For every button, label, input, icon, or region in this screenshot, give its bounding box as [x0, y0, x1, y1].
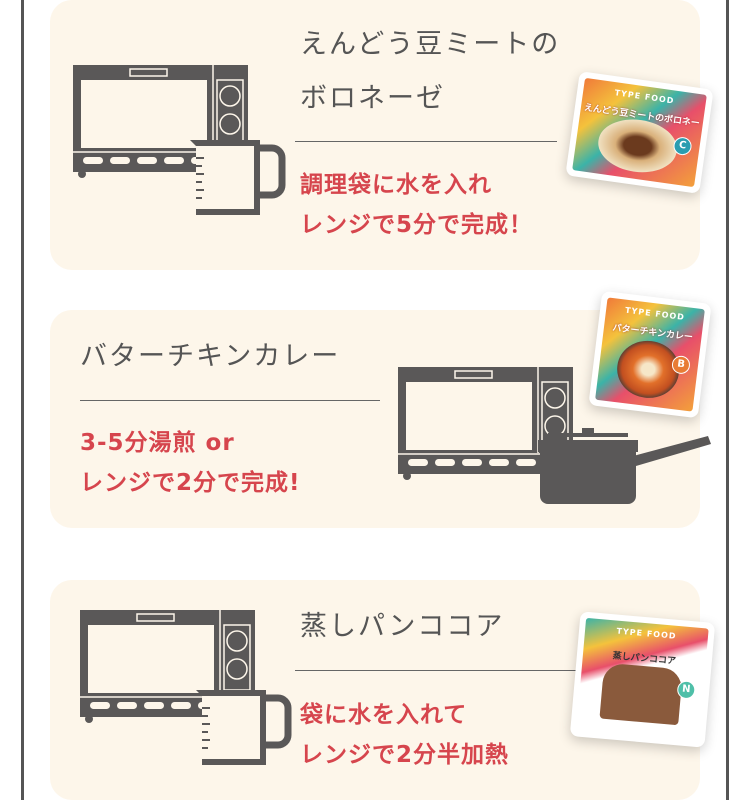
measuring-cup-icon [190, 140, 290, 220]
left-border-line [21, 0, 24, 800]
divider [295, 670, 590, 671]
divider [295, 141, 557, 142]
title-line: えんどう豆ミートの [300, 29, 561, 60]
package-brand: TYPE FOOD [616, 626, 677, 641]
saucepan-icon [538, 428, 711, 504]
title-line: バターチキンカレー [80, 341, 341, 372]
instruction-line: レンジで2分半加熱 [300, 742, 510, 768]
package-name: バターチキンカレー [611, 323, 694, 344]
cooking-instructions: 調理袋に水を入れ レンジで5分で完成！ [300, 165, 533, 245]
instruction-line: レンジで2分で完成! [80, 470, 301, 496]
cooking-instructions: 袋に水を入れて レンジで2分半加熱 [300, 695, 509, 775]
product-package-image: TYPE FOOD えんどう豆ミートのボロネーゼ C [565, 71, 714, 194]
product-package-image: TYPE FOOD バターチキンカレー B [588, 290, 712, 419]
product-title: 蒸しパンココア [300, 600, 504, 654]
title-line: 蒸しパンココア [300, 611, 505, 642]
instruction-line: レンジで5分で完成！ [300, 212, 534, 238]
right-border-line [726, 0, 729, 800]
product-title: えんどう豆ミートの ボロネーゼ [300, 18, 560, 126]
measuring-cup-icon [196, 690, 296, 770]
title-line: ボロネーゼ [300, 83, 445, 114]
product-package-image: TYPE FOOD 蒸しパンココア N [569, 611, 716, 748]
instruction-line: 調理袋に水を入れ [300, 172, 492, 198]
divider [80, 400, 380, 401]
instruction-line: 3-5分湯煎 or [80, 430, 235, 456]
cooking-instructions: 3-5分湯煎 or レンジで2分で完成! [80, 423, 301, 503]
recipe-card-butter-chicken: バターチキンカレー 3-5分湯煎 or レンジで2分で完成! [50, 310, 711, 528]
instruction-line: 袋に水を入れて [300, 702, 468, 728]
product-title: バターチキンカレー [80, 330, 340, 384]
